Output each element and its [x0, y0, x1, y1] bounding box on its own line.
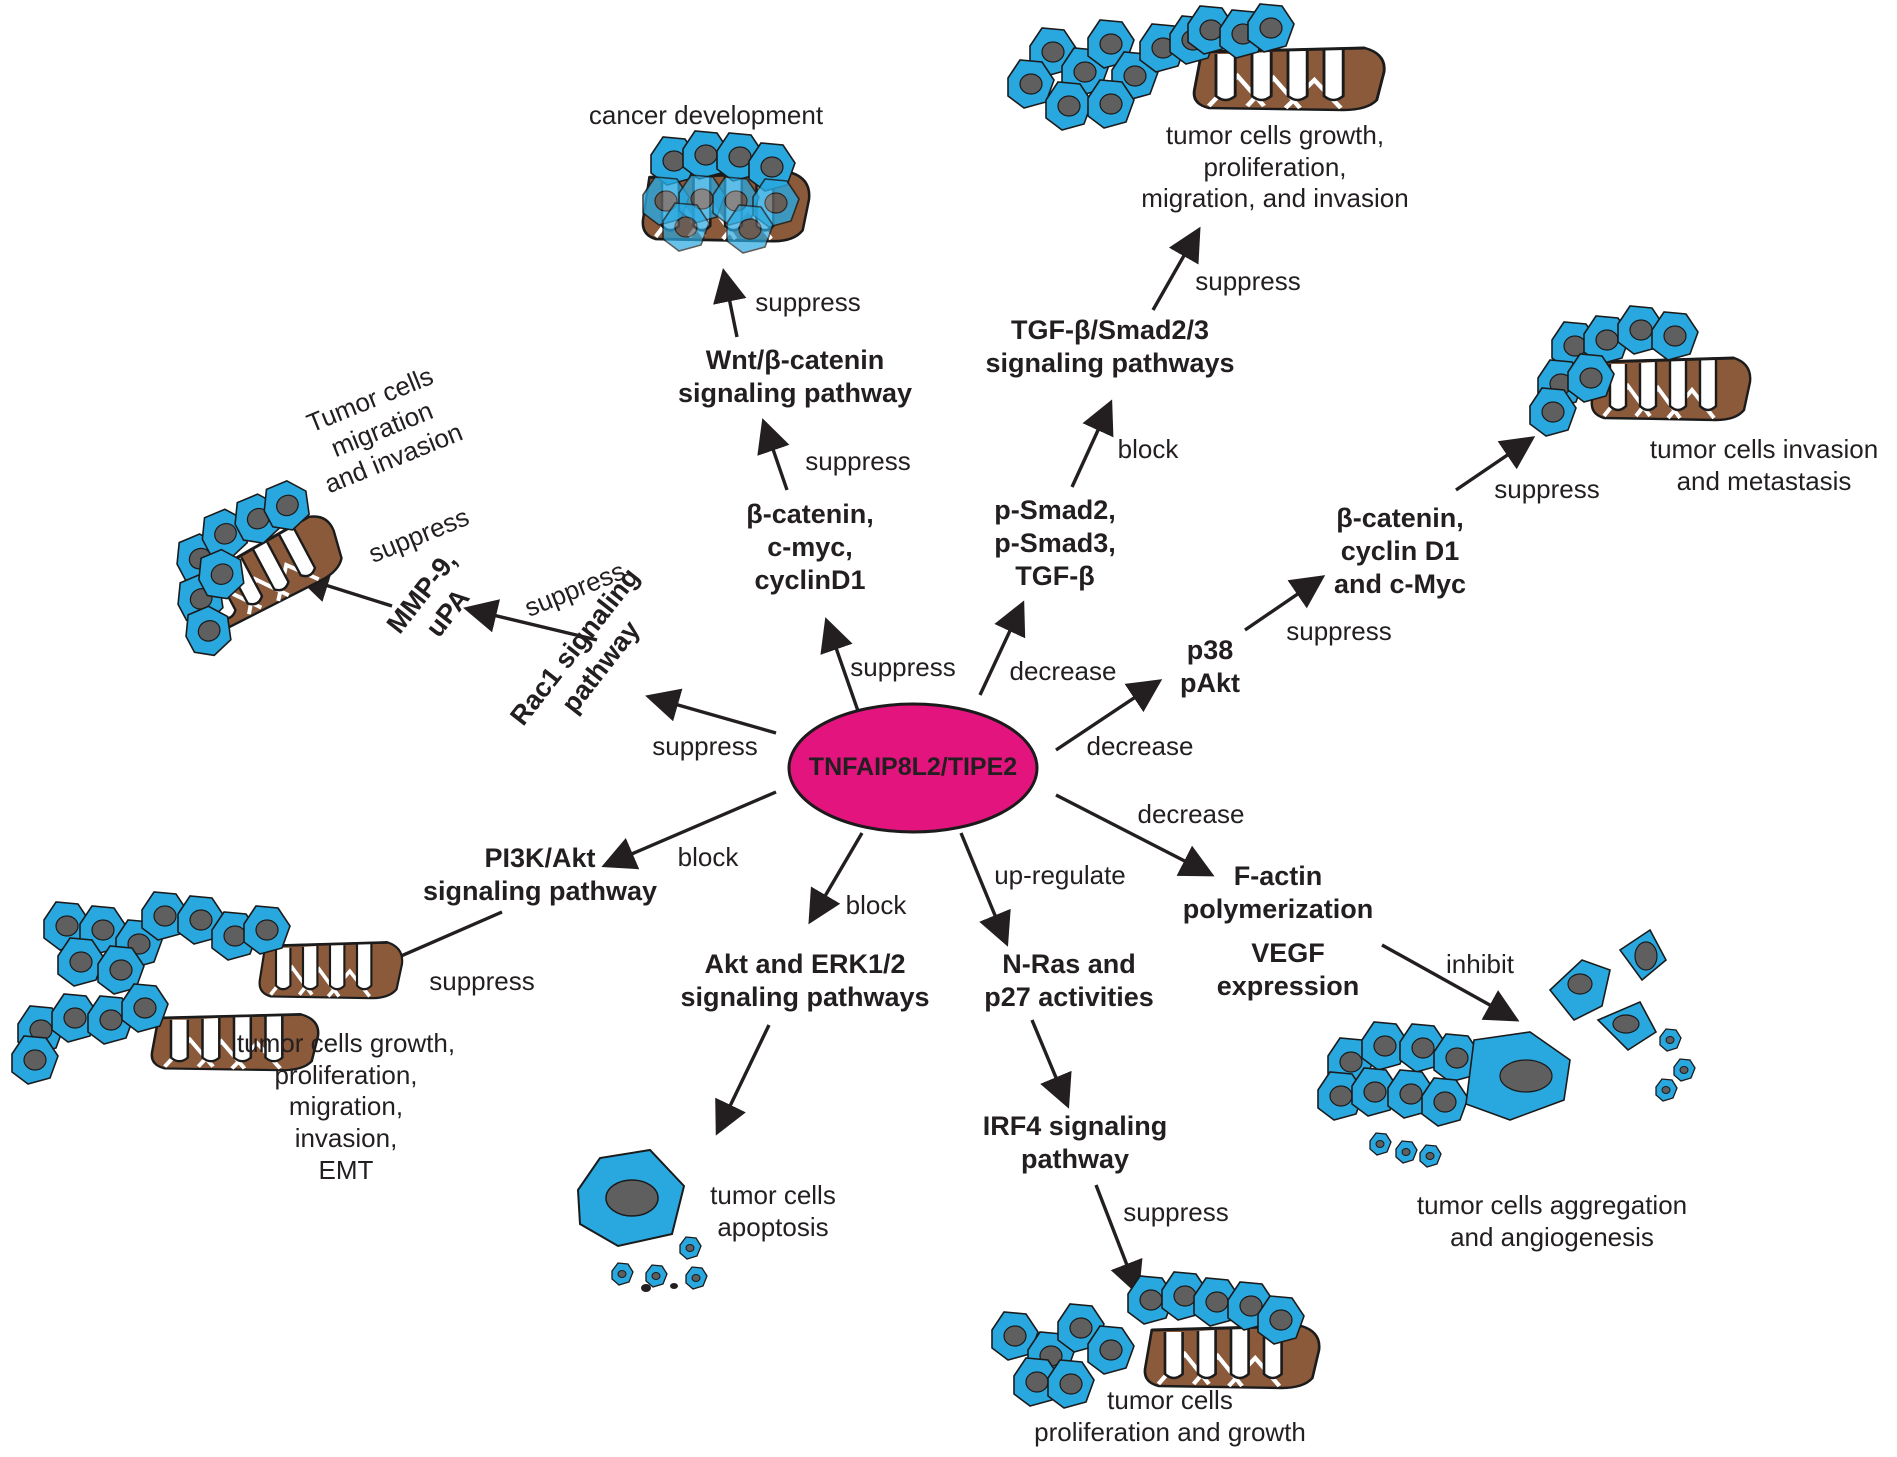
node-psmad: p-Smad2, p-Smad3, TGF-β	[994, 495, 1116, 591]
outcome-aggregation-angiogenesis: tumor cells aggregation and angiogenesis	[1416, 1190, 1688, 1252]
verb-beta-a: suppress	[850, 652, 956, 682]
arrow-center-to-akt-erk	[808, 832, 864, 925]
outcome-invasion-metastasis: tumor cells invasion and metastasis	[1649, 434, 1879, 496]
arrow-center-to-psmad	[978, 600, 1026, 696]
arrow-beta-b-to-invasion	[1455, 436, 1536, 492]
verb-wnt: suppress	[805, 446, 911, 476]
node-tgf-beta-pathway: TGF-β/Smad2/3 signaling pathways	[985, 315, 1235, 378]
arrow-center-to-rac1	[645, 688, 777, 735]
outcome-growth-proliferation-left: tumor cells growth, proliferation, migra…	[236, 1028, 456, 1185]
verb-vegf-out: inhibit	[1446, 949, 1514, 979]
arrow-rac1-to-mmp	[463, 599, 598, 642]
outcome-proliferation-growth: tumor cells proliferation and growth	[1034, 1385, 1306, 1447]
arrow-center-to-nras	[959, 832, 1011, 947]
secondary-arrows	[295, 226, 1536, 1296]
center-arrows	[601, 600, 1215, 947]
center-node-label: TNFAIP8L2/TIPE2	[808, 753, 1018, 781]
arrow-center-to-beta-catenin-a	[820, 617, 860, 712]
verb-tgf: block	[1117, 434, 1179, 464]
node-beta-catenin-cmyc: β-catenin, c-myc, cyclinD1	[746, 499, 874, 595]
arrow-center-to-pi3k	[601, 790, 777, 870]
cell-illustration-cancer-development	[643, 130, 809, 254]
arrow-tgf-to-growth	[1151, 226, 1201, 311]
verb-irf4-out: suppress	[1123, 1197, 1229, 1227]
center-node-ellipse	[787, 702, 1039, 834]
arrow-center-to-p38	[1055, 679, 1163, 752]
outcome-growth-proliferation-top: tumor cells growth, proliferation, migra…	[1141, 120, 1409, 214]
arrow-p38-to-beta-b	[1244, 575, 1326, 632]
verb-pi3k-out: suppress	[429, 966, 535, 996]
cell-illustration-growth-top	[1007, 3, 1384, 131]
cell-illustration-aggregation	[1317, 928, 1696, 1168]
node-irf4-pathway: IRF4 signaling pathway	[982, 1111, 1168, 1174]
verb-tgf-out: suppress	[1195, 266, 1301, 296]
node-akt-erk-pathways: Akt and ERK1/2 signaling pathways	[680, 949, 930, 1012]
cell-illustration-invasion-metastasis	[1529, 305, 1753, 437]
verb-factin: decrease	[1137, 799, 1245, 829]
verb-psmad: decrease	[1009, 656, 1117, 686]
arrow-wnt-to-cancer	[713, 268, 747, 338]
arrow-vegf-to-aggregation	[1381, 943, 1520, 1022]
node-wnt-pathway: Wnt/β-catenin signaling pathway	[677, 345, 913, 408]
verb-akt-erk: block	[845, 890, 907, 920]
verb-beta-b-out: suppress	[1494, 474, 1600, 504]
arrow-psmad-to-tgf	[1070, 399, 1114, 488]
outcome-apoptosis: tumor cells apoptosis	[710, 1180, 836, 1242]
verb-beta-b: suppress	[1286, 616, 1392, 646]
outcome-cancer-development: cancer development	[588, 100, 824, 130]
verb-pi3k: block	[677, 842, 739, 872]
verb-nras: up-regulate	[994, 860, 1126, 890]
node-beta-catenin-cyclin: β-catenin, cyclin D1 and c-Myc	[1333, 503, 1467, 599]
cell-illustration-apoptosis	[576, 1148, 708, 1292]
arrow-beta-a-to-wnt	[757, 418, 790, 491]
arrow-irf4-to-prolif	[1094, 1184, 1143, 1296]
arrow-center-to-factin	[1055, 793, 1215, 877]
arrow-akt-erk-to-apoptosis	[715, 1024, 771, 1136]
verb-p38: decrease	[1086, 731, 1194, 761]
node-p38-pakt: p38 pAkt	[1180, 635, 1240, 698]
node-pi3k-akt-pathway: PI3K/Akt signaling pathway	[422, 843, 658, 906]
arrow-nras-to-irf4	[1030, 1019, 1072, 1109]
node-nras-p27: N-Ras and p27 activities	[984, 949, 1154, 1012]
node-factin: F-actin polymerization	[1182, 861, 1374, 924]
node-vegf: VEGF expression	[1216, 938, 1360, 1001]
verb-wnt-out: suppress	[755, 287, 861, 317]
verb-rac1: suppress	[652, 731, 758, 761]
